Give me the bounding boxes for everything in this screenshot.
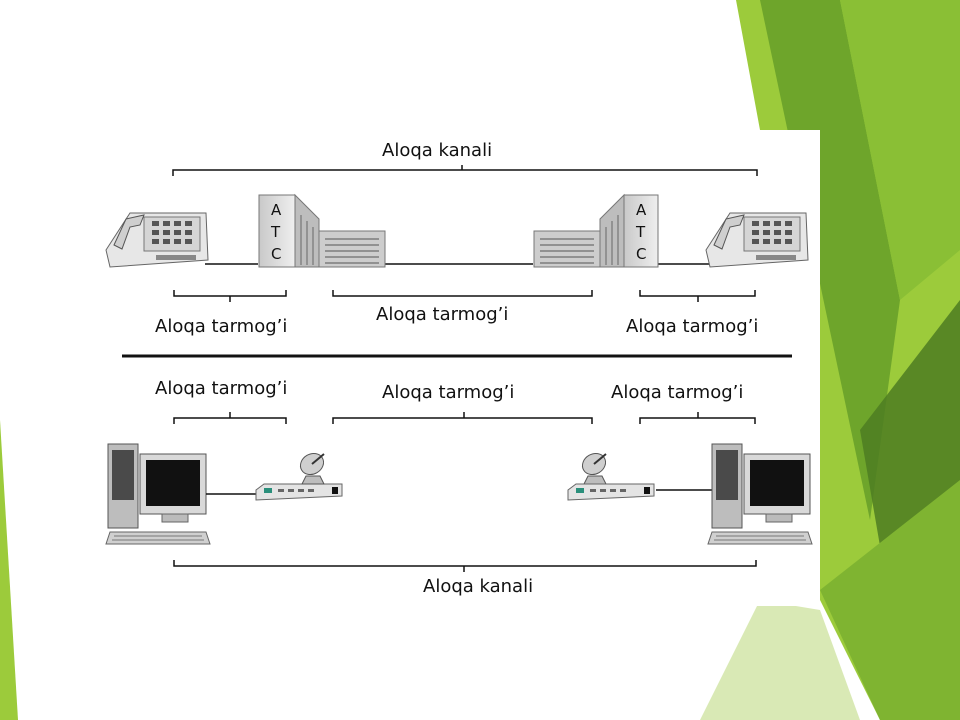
- top-left-network-brace: [173, 290, 287, 302]
- bottom-channel-brace: [173, 560, 757, 572]
- exchange-letter: C: [636, 245, 646, 263]
- top-middle-network-brace: [332, 290, 593, 297]
- satellite-dish-icon: [581, 452, 607, 485]
- bottom-left-network-brace: [173, 412, 287, 424]
- bottom-right-network-brace: [639, 412, 756, 424]
- top-right-network-label: Aloqa tarmog’i: [626, 316, 759, 337]
- top-middle-network-label: Aloqa tarmog’i: [376, 304, 509, 325]
- telephone-icon: [105, 212, 209, 268]
- bottom-channel-label: Aloqa kanali: [423, 576, 534, 597]
- modem-icon: [567, 483, 655, 501]
- satellite-dish-icon: [299, 452, 325, 485]
- exchange-letter: T: [270, 223, 281, 241]
- exchange-letter: T: [635, 223, 646, 241]
- bottom-middle-network-label: Aloqa tarmog’i: [382, 382, 515, 403]
- top-channel-label: Aloqa kanali: [382, 140, 493, 161]
- top-left-network-label: Aloqa tarmog’i: [155, 316, 288, 337]
- computer-icon: [105, 443, 211, 545]
- bottom-middle-network-brace: [332, 412, 593, 424]
- diagram-panel: [92, 130, 820, 606]
- top-channel-brace: [172, 165, 758, 176]
- bottom-left-network-label: Aloqa tarmog’i: [155, 378, 288, 399]
- exchange-station-icon: A T C: [258, 193, 386, 268]
- bottom-right-network-label: Aloqa tarmog’i: [611, 382, 744, 403]
- telephone-icon: [705, 212, 809, 268]
- exchange-letter: C: [271, 245, 281, 263]
- exchange-letter: A: [636, 201, 647, 219]
- exchange-letter: A: [271, 201, 282, 219]
- modem-icon: [255, 483, 343, 501]
- top-right-network-brace: [639, 290, 756, 302]
- computer-icon: [707, 443, 813, 545]
- exchange-station-icon: A T C: [533, 193, 659, 268]
